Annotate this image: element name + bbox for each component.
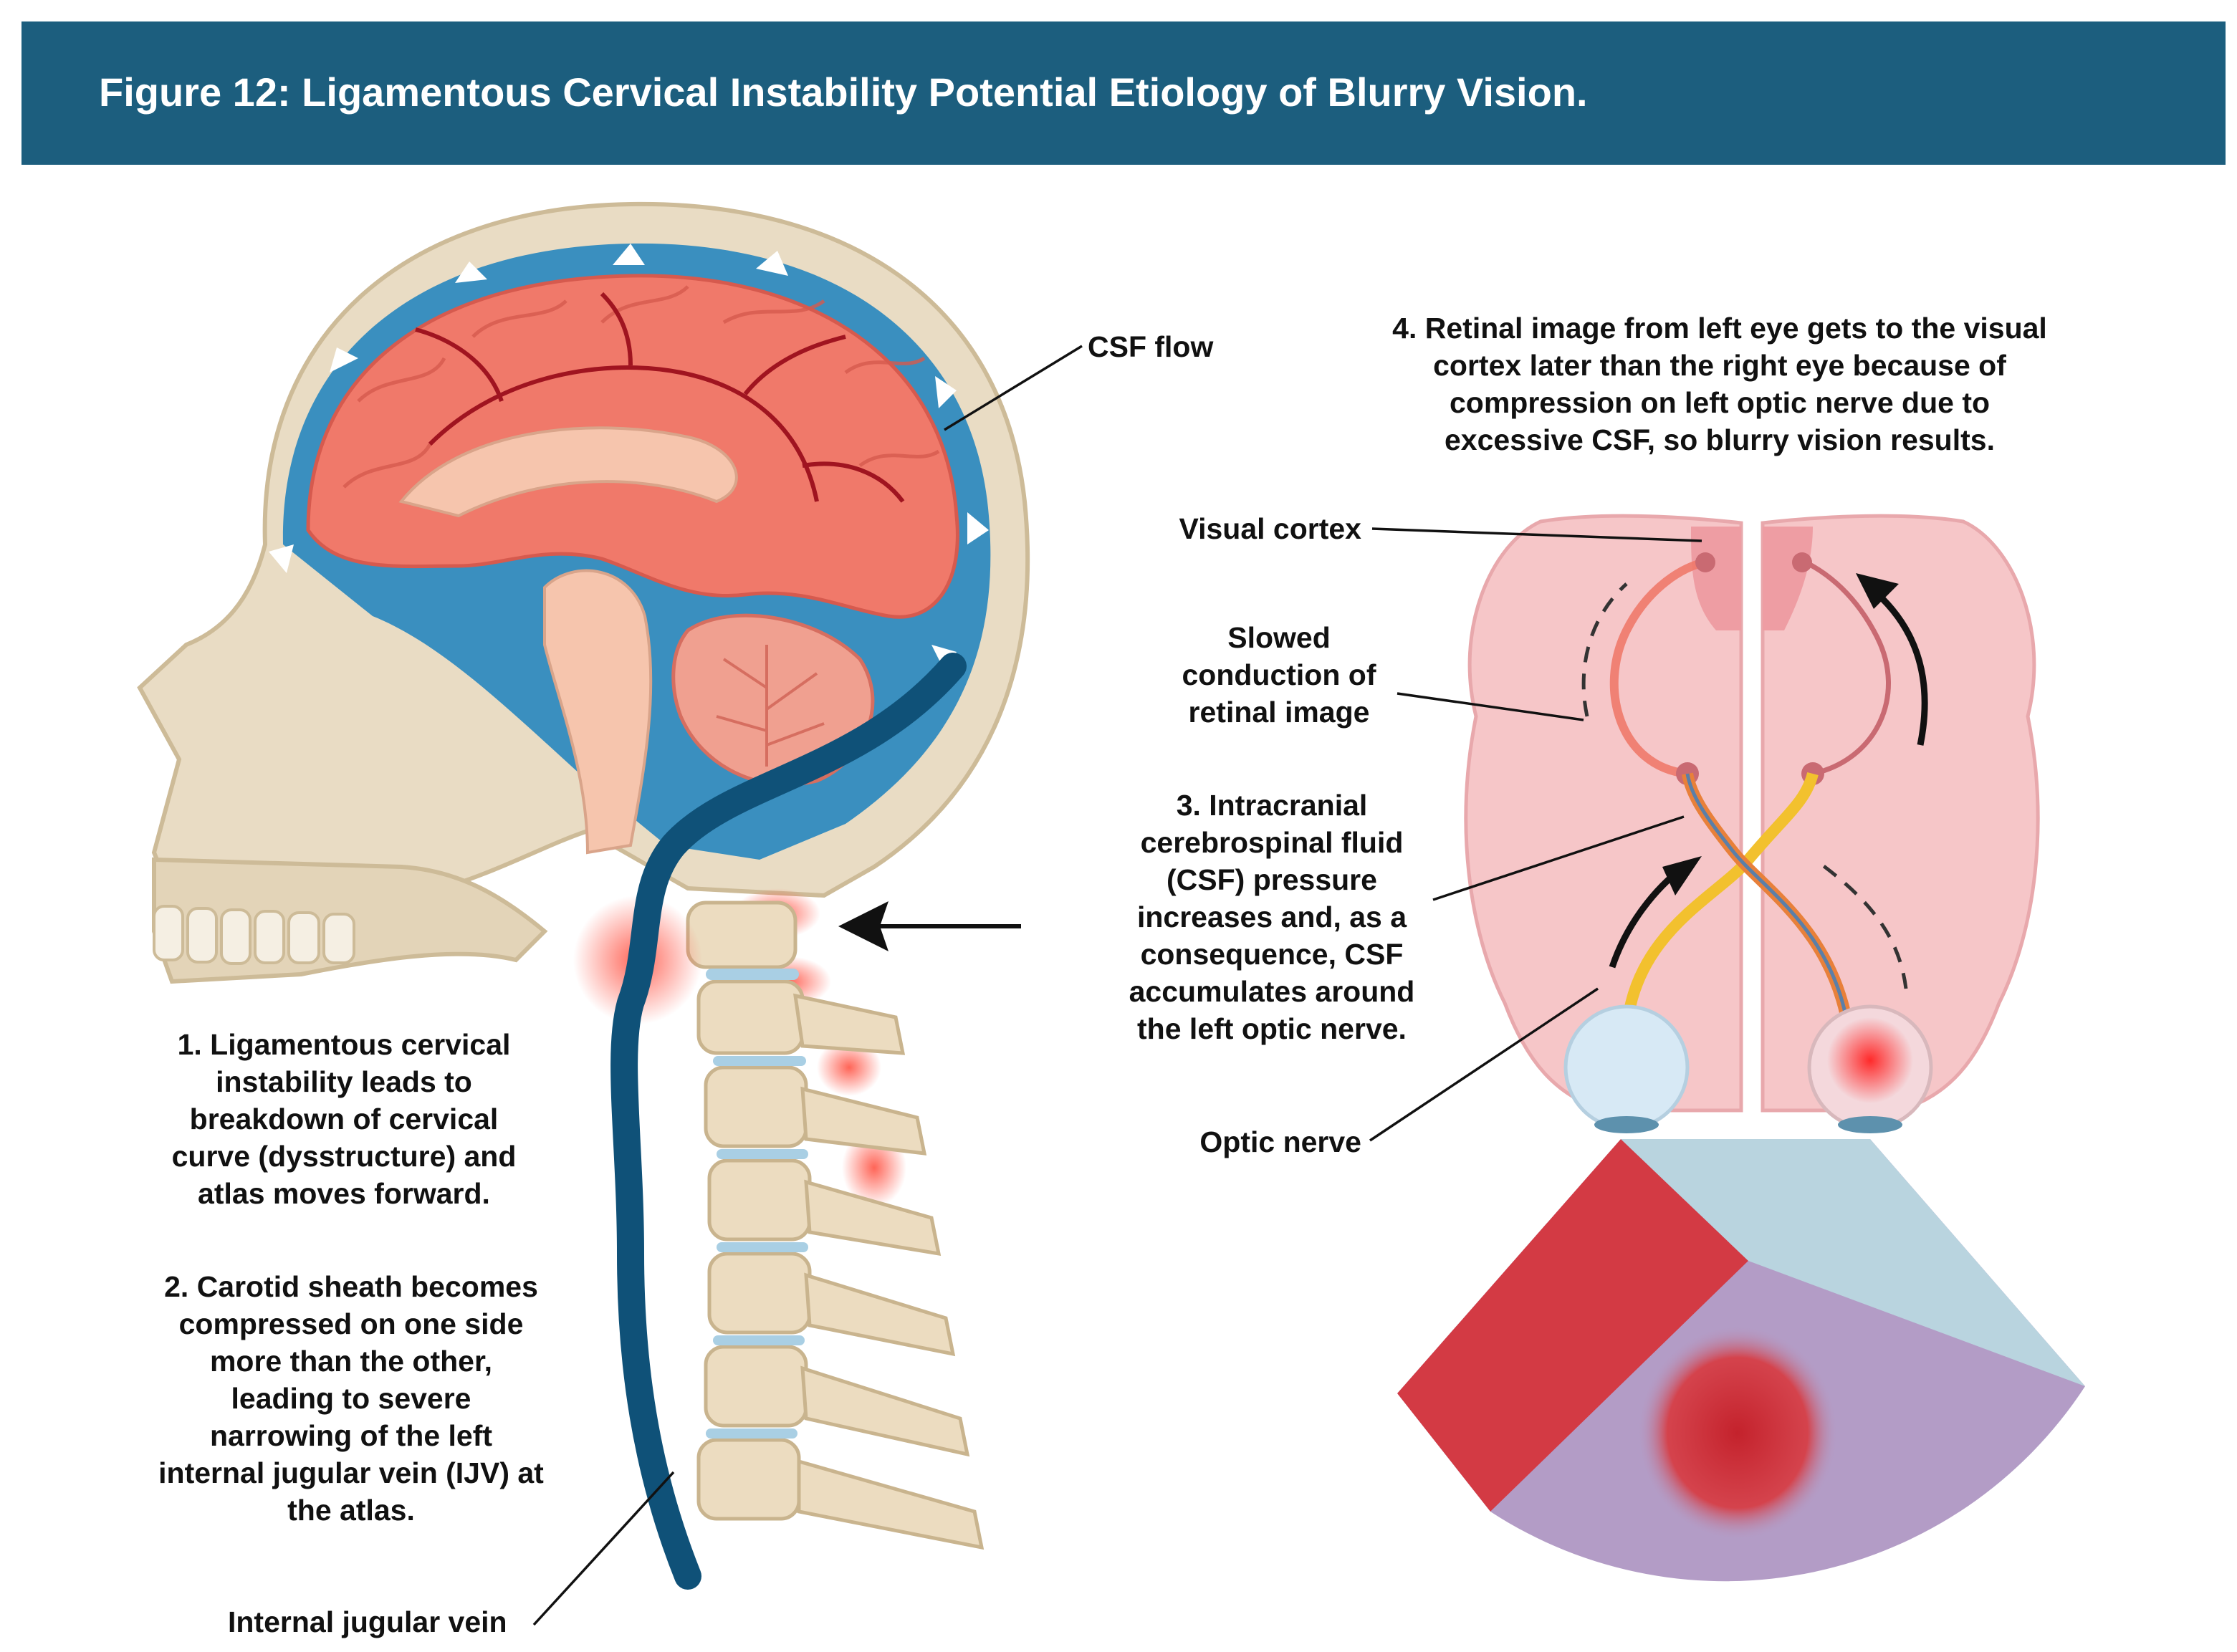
- right-eye-inflammation: [1827, 1017, 1913, 1103]
- brainstem: [543, 569, 653, 855]
- left-eye: [1563, 1004, 1690, 1130]
- right-eye-lens: [1838, 1116, 1902, 1133]
- cerebellum-folia: [716, 645, 825, 767]
- left-optic-radiation: [1609, 558, 1707, 778]
- ligament-inflammation: [817, 1039, 881, 1096]
- atlas-forward-arrow: [838, 901, 1021, 951]
- left-eye-field: [1397, 1139, 1748, 1512]
- slowed-conduction-label: Slowed conduction of retinal image: [1182, 621, 1376, 729]
- head-sagittal-illustration: [137, 201, 1030, 1590]
- left-hemisphere: [1464, 514, 1743, 1113]
- blurred-apple: [1637, 1325, 1838, 1540]
- brain-gyri: [343, 285, 940, 489]
- leader-lines: [532, 345, 1702, 1626]
- optic-nerve-yellow: [1621, 772, 1819, 1032]
- right-optic-radiation: [1804, 560, 1891, 777]
- internal-jugular-vein: [610, 653, 967, 1590]
- figure-title: Figure 12: Ligamentous Cervical Instabil…: [99, 69, 1588, 115]
- csf-flow-label: CSF flow: [1088, 330, 1214, 363]
- visual-pathway-illustration: [1397, 514, 2085, 1582]
- step-1-caption: 1. Ligamentous cervical instability lead…: [171, 1028, 517, 1210]
- step-4-caption: 4. Retinal image from left eye gets to t…: [1392, 312, 2047, 456]
- intervertebral-discs: [706, 969, 808, 1439]
- corpus-callosum: [398, 426, 738, 518]
- visual-cortex-label: Visual cortex: [1179, 512, 1362, 545]
- internal-jugular-vein-label: Internal jugular vein: [228, 1605, 507, 1638]
- cerebellum: [671, 613, 875, 787]
- arrowhead: [1856, 573, 1899, 609]
- left-eye-lens: [1594, 1116, 1659, 1133]
- slowed-signal-dashes: [1581, 582, 1908, 989]
- cerebral-vessels: [415, 292, 905, 503]
- cervical-spine: [686, 901, 985, 1550]
- arrowhead: [1662, 856, 1702, 895]
- cortex-node-right: [1792, 552, 1812, 572]
- cortex-node-left: [1695, 552, 1715, 572]
- title-banner: Figure 12: Ligamentous Cervical Instabil…: [21, 21, 2226, 165]
- step-2-caption: 2. Carotid sheath becomes compressed on …: [158, 1270, 544, 1527]
- step-3-caption: 3. Intracranial cerebrospinal fluid (CSF…: [1129, 789, 1415, 1045]
- teeth: [153, 905, 355, 965]
- optic-nerve-label: Optic nerve: [1199, 1125, 1361, 1158]
